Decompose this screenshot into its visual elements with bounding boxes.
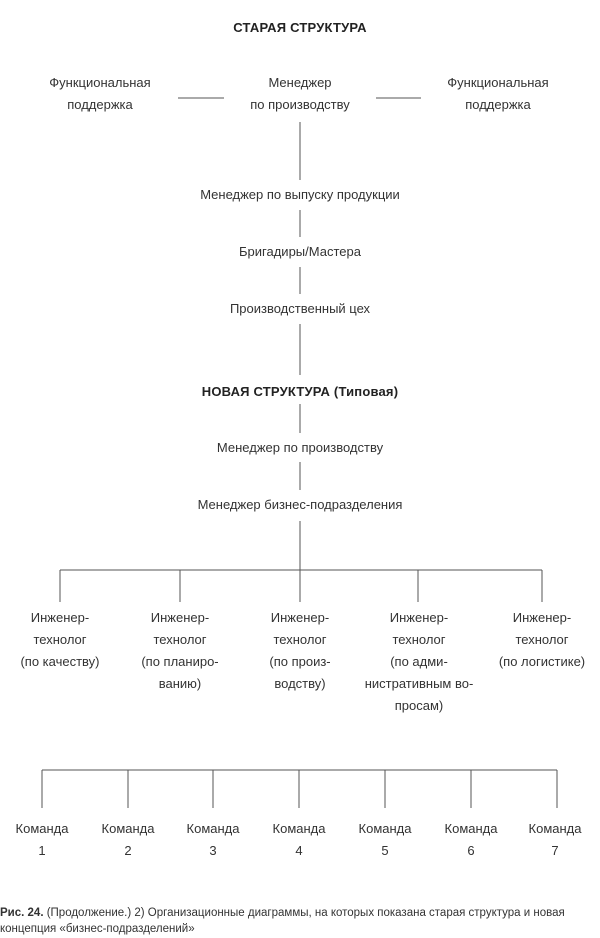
workshop-node: Производственный цех — [229, 301, 371, 316]
old-structure-title: СТАРАЯ СТРУКТУРА — [233, 20, 367, 35]
team-node: Команда 2 — [101, 821, 155, 858]
left-support-node: Функциональная поддержка — [49, 75, 151, 112]
new-structure-title: НОВАЯ СТРУКТУРА (Типовая) — [201, 384, 399, 399]
team-node: Команда 5 — [358, 821, 412, 858]
engineer-node: Инженер- технолог (по качеству) — [20, 610, 100, 669]
team-node: Команда 4 — [272, 821, 326, 858]
caption-text: (Продолжение.) 2) Организационные диагра… — [0, 907, 565, 935]
engineer-node: Инженер- технолог (по адми- нистративным… — [364, 610, 474, 713]
engineer-node: Инженер- технолог (по произ- водству) — [269, 610, 331, 691]
team-node: Команда 6 — [444, 821, 498, 858]
output-manager-node: Менеджер по выпуску продукции — [150, 184, 450, 206]
right-support-node: Функциональная поддержка — [447, 75, 549, 112]
team-node: Команда 3 — [186, 821, 240, 858]
caption-label: Рис. 24. — [0, 907, 44, 919]
business-unit-manager-node: Менеджер бизнес-подразделения — [197, 497, 403, 512]
engineer-node: Инженер- технолог (по планиро- ванию) — [141, 610, 219, 691]
new-production-manager-node: Менеджер по производству — [216, 440, 384, 455]
production-manager-node: Менеджер по производству — [250, 75, 350, 112]
foremen-node: Бригадиры/Мастера — [239, 244, 361, 259]
team-node: Команда 1 — [15, 821, 69, 858]
team-node: Команда 7 — [528, 821, 582, 858]
engineer-node: Инженер- технолог (по логистике) — [498, 610, 586, 669]
figure-caption: Рис. 24. (Продолжение.) 2) Организационн… — [0, 905, 600, 937]
